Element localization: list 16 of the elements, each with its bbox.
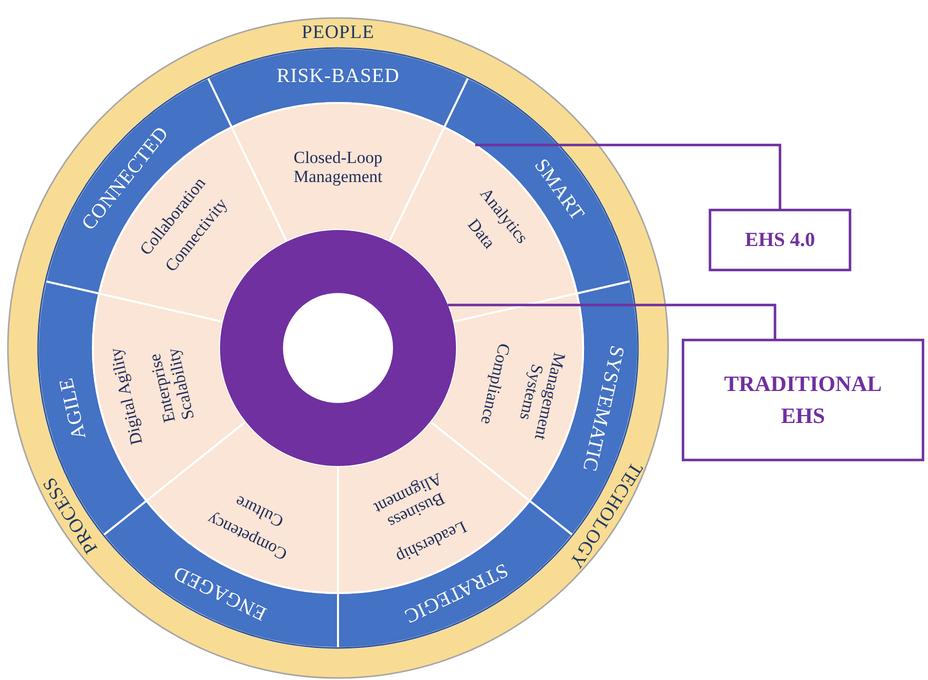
segment-label: RISK-BASED xyxy=(276,64,400,89)
segment-text: Enterprise Scalability xyxy=(144,345,199,426)
ring-label: PEOPLE xyxy=(300,20,376,45)
leader-line xyxy=(448,304,776,340)
outer-ring xyxy=(8,17,668,679)
segment-text: Compliance xyxy=(476,340,516,428)
ring-segment xyxy=(44,76,233,294)
label-box xyxy=(708,208,852,272)
ring-segment xyxy=(230,102,446,243)
segment-text: Closed-Loop Management xyxy=(292,147,384,188)
box-label: EHS 4.0 xyxy=(744,228,816,252)
label-box xyxy=(682,338,924,462)
box-label: TRADITIONAL EHS xyxy=(723,370,883,430)
segment-text: Digital Agility xyxy=(104,345,147,449)
leader-line xyxy=(475,144,782,210)
segment-label: AGILE xyxy=(54,374,92,444)
